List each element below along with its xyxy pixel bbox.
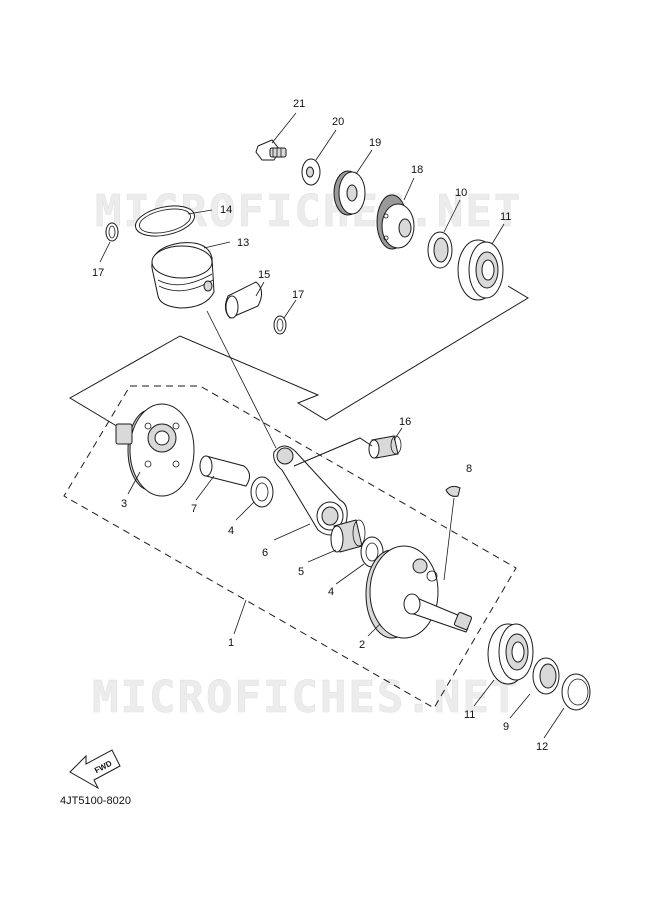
piston-to-rod-line	[206, 310, 277, 449]
woodruff-key-8	[445, 485, 461, 497]
callout-15: 15	[258, 269, 270, 281]
collar-12	[561, 673, 591, 711]
callout-9: 9	[503, 721, 509, 733]
bearing-11-lower	[487, 623, 534, 685]
callout-7: 7	[191, 503, 197, 515]
key-leader	[443, 497, 455, 581]
circlip-17-right	[273, 315, 287, 335]
callout-13: 13	[237, 237, 249, 249]
fwd-arrow-icon: FWD	[69, 749, 121, 790]
callout-14: 14	[220, 204, 232, 216]
document-code: 4JT5100-8020	[60, 795, 131, 807]
bolt-21	[255, 139, 287, 161]
bearing-11-upper	[457, 239, 504, 301]
callout-11-upper: 11	[500, 211, 511, 223]
callout-12: 12	[536, 741, 548, 753]
thrust-washer-4-left	[250, 476, 274, 508]
callout-21: 21	[293, 98, 305, 110]
gear-19	[333, 170, 366, 216]
callout-10: 10	[455, 187, 467, 199]
piston-pin-15	[224, 281, 262, 319]
connecting-rod-6	[273, 445, 348, 536]
oil-seal-10	[427, 231, 453, 269]
callout-16: 16	[399, 416, 411, 428]
crank-pin-7	[199, 455, 250, 487]
crank-half-3	[115, 403, 195, 497]
leader-lines	[99, 112, 565, 739]
crank-assembly-outline	[63, 385, 517, 709]
callout-17-right: 17	[292, 289, 304, 301]
callout-20: 20	[332, 116, 344, 128]
callout-11-lower: 11	[464, 709, 475, 721]
callout-5: 5	[298, 566, 304, 578]
needle-bearing-16	[368, 435, 402, 459]
callout-6: 6	[262, 547, 268, 559]
callout-3: 3	[121, 498, 127, 510]
callout-2: 2	[359, 639, 365, 651]
watermark-bottom: MICROFICHES.NET	[92, 672, 519, 723]
callout-19: 19	[369, 137, 381, 149]
callout-8: 8	[466, 463, 472, 475]
oil-seal-9	[532, 657, 560, 695]
callout-17-left: 17	[92, 267, 104, 279]
callout-4-right: 4	[328, 586, 334, 598]
crank-half-2	[365, 545, 473, 639]
reference-outline	[69, 285, 529, 429]
washer-20	[301, 158, 321, 186]
bearing-16-reference	[293, 437, 373, 467]
gear-18	[376, 194, 415, 250]
piston-ring-14	[135, 205, 195, 237]
callout-4-left: 4	[228, 525, 234, 537]
piston-13	[151, 242, 215, 309]
needle-bearing-5	[330, 519, 366, 553]
circlip-17-left	[105, 222, 119, 242]
callout-18: 18	[411, 164, 423, 176]
callout-1: 1	[228, 637, 234, 649]
